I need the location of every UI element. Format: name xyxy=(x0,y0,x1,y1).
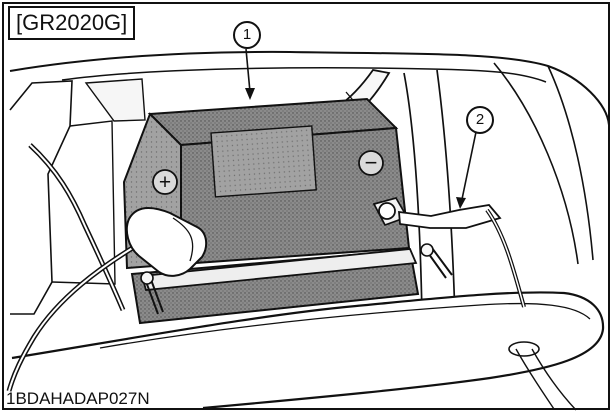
positive-terminal-symbol: + xyxy=(159,171,171,194)
front-lower-guard-inner xyxy=(99,302,591,349)
guard-wire-bundle xyxy=(515,348,577,411)
right-cover-edge xyxy=(493,62,594,265)
positive-terminal-mark xyxy=(152,169,178,195)
positive-cover-shading xyxy=(172,217,194,262)
rear-bracket xyxy=(84,78,146,122)
left-side-panel xyxy=(9,80,73,315)
callout-2-leader xyxy=(460,131,477,205)
guard-grommet xyxy=(508,341,540,357)
negative-cable-clamp xyxy=(398,204,502,229)
side-harness-highlight xyxy=(29,144,124,311)
battery-compartment-lid xyxy=(9,50,610,126)
negative-terminal-symbol: − xyxy=(365,150,378,175)
negative-terminal-mark xyxy=(358,150,384,176)
right-wiring-channel xyxy=(403,69,456,319)
battery-label-panel xyxy=(210,125,317,198)
hold-down-bar xyxy=(140,248,418,291)
side-harness xyxy=(28,143,126,311)
left-bolt-head xyxy=(140,271,154,285)
front-lower-guard xyxy=(11,291,605,410)
left-hold-down-bolt xyxy=(144,276,164,315)
callout-2-arrowhead xyxy=(456,197,466,209)
callout-number-2: 2 xyxy=(466,106,494,134)
model-label: [GR2020G] xyxy=(8,6,136,40)
positive-terminal-cover xyxy=(125,206,208,277)
compartment-inner-edge xyxy=(61,67,547,83)
callout-1-leader xyxy=(245,48,251,93)
callout-number-1: 1 xyxy=(233,21,261,49)
negative-terminal-nut xyxy=(378,202,396,220)
right-bolt-head xyxy=(420,243,434,257)
callout-1-arrowhead xyxy=(245,88,255,100)
figure-code: 1BDAHADAP027N xyxy=(6,389,150,408)
positive-cable-highlight xyxy=(8,243,140,392)
negative-cable-highlight xyxy=(486,209,525,308)
